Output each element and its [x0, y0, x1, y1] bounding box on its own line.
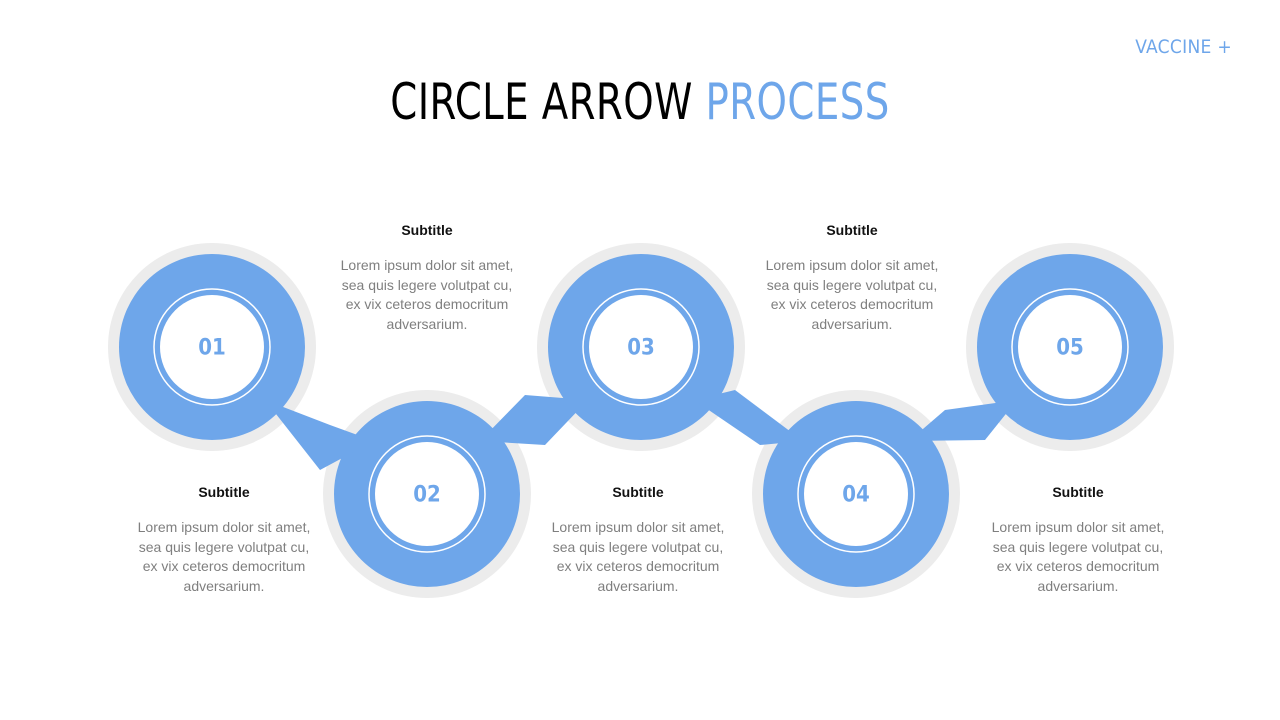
step-number-3: 03 — [627, 336, 655, 361]
step-number-1: 01 — [198, 336, 226, 361]
connector-1-2 — [265, 400, 374, 470]
inner-disc-2 — [375, 442, 479, 546]
step-description-5: Lorem ipsum dolor sit amet, sea quis leg… — [991, 519, 1165, 594]
step-number-2: 02 — [413, 483, 441, 508]
connector-2-3 — [480, 395, 588, 445]
step-subtitle-1: Subtitle — [198, 484, 250, 500]
inner-disc-5 — [1018, 295, 1122, 399]
step-number-4: 04 — [842, 483, 870, 508]
page-title: CIRCLE ARROW PROCESS — [90, 72, 1191, 132]
connector-3-4 — [694, 390, 803, 445]
inner-ring-1 — [153, 288, 271, 406]
title-highlight: PROCESS — [705, 73, 890, 131]
step-description-4: Lorem ipsum dolor sit amet, sea quis leg… — [765, 257, 939, 332]
inner-ring-2 — [368, 435, 486, 553]
connector-4-5 — [909, 400, 1017, 441]
inner-disc-4 — [804, 442, 908, 546]
step-description-3: Lorem ipsum dolor sit amet, sea quis leg… — [551, 519, 725, 594]
step-description-1: Lorem ipsum dolor sit amet, sea quis leg… — [137, 519, 311, 594]
step-text-4: Subtitle Lorem ipsum dolor sit amet, sea… — [762, 222, 942, 334]
inner-ring-4 — [797, 435, 915, 553]
brand-logo-text: VACCINE + — [1135, 36, 1232, 58]
step-text-2: Subtitle Lorem ipsum dolor sit amet, sea… — [337, 222, 517, 334]
inner-disc-group — [153, 288, 1129, 553]
step-subtitle-3: Subtitle — [612, 484, 664, 500]
inner-ring-5 — [1011, 288, 1129, 406]
title-main: CIRCLE ARROW — [390, 73, 693, 131]
step-number-group: 01 02 03 04 05 — [198, 336, 1084, 508]
step-number-5: 05 — [1056, 336, 1084, 361]
step-text-1: Subtitle Lorem ipsum dolor sit amet, sea… — [134, 484, 314, 596]
step-text-3: Subtitle Lorem ipsum dolor sit amet, sea… — [548, 484, 728, 596]
step-description-2: Lorem ipsum dolor sit amet, sea quis leg… — [340, 257, 514, 332]
inner-disc-1 — [160, 295, 264, 399]
step-subtitle-2: Subtitle — [401, 222, 453, 238]
step-text-5: Subtitle Lorem ipsum dolor sit amet, sea… — [988, 484, 1168, 596]
inner-disc-3 — [589, 295, 693, 399]
step-subtitle-4: Subtitle — [826, 222, 878, 238]
inner-ring-3 — [582, 288, 700, 406]
step-subtitle-5: Subtitle — [1052, 484, 1104, 500]
